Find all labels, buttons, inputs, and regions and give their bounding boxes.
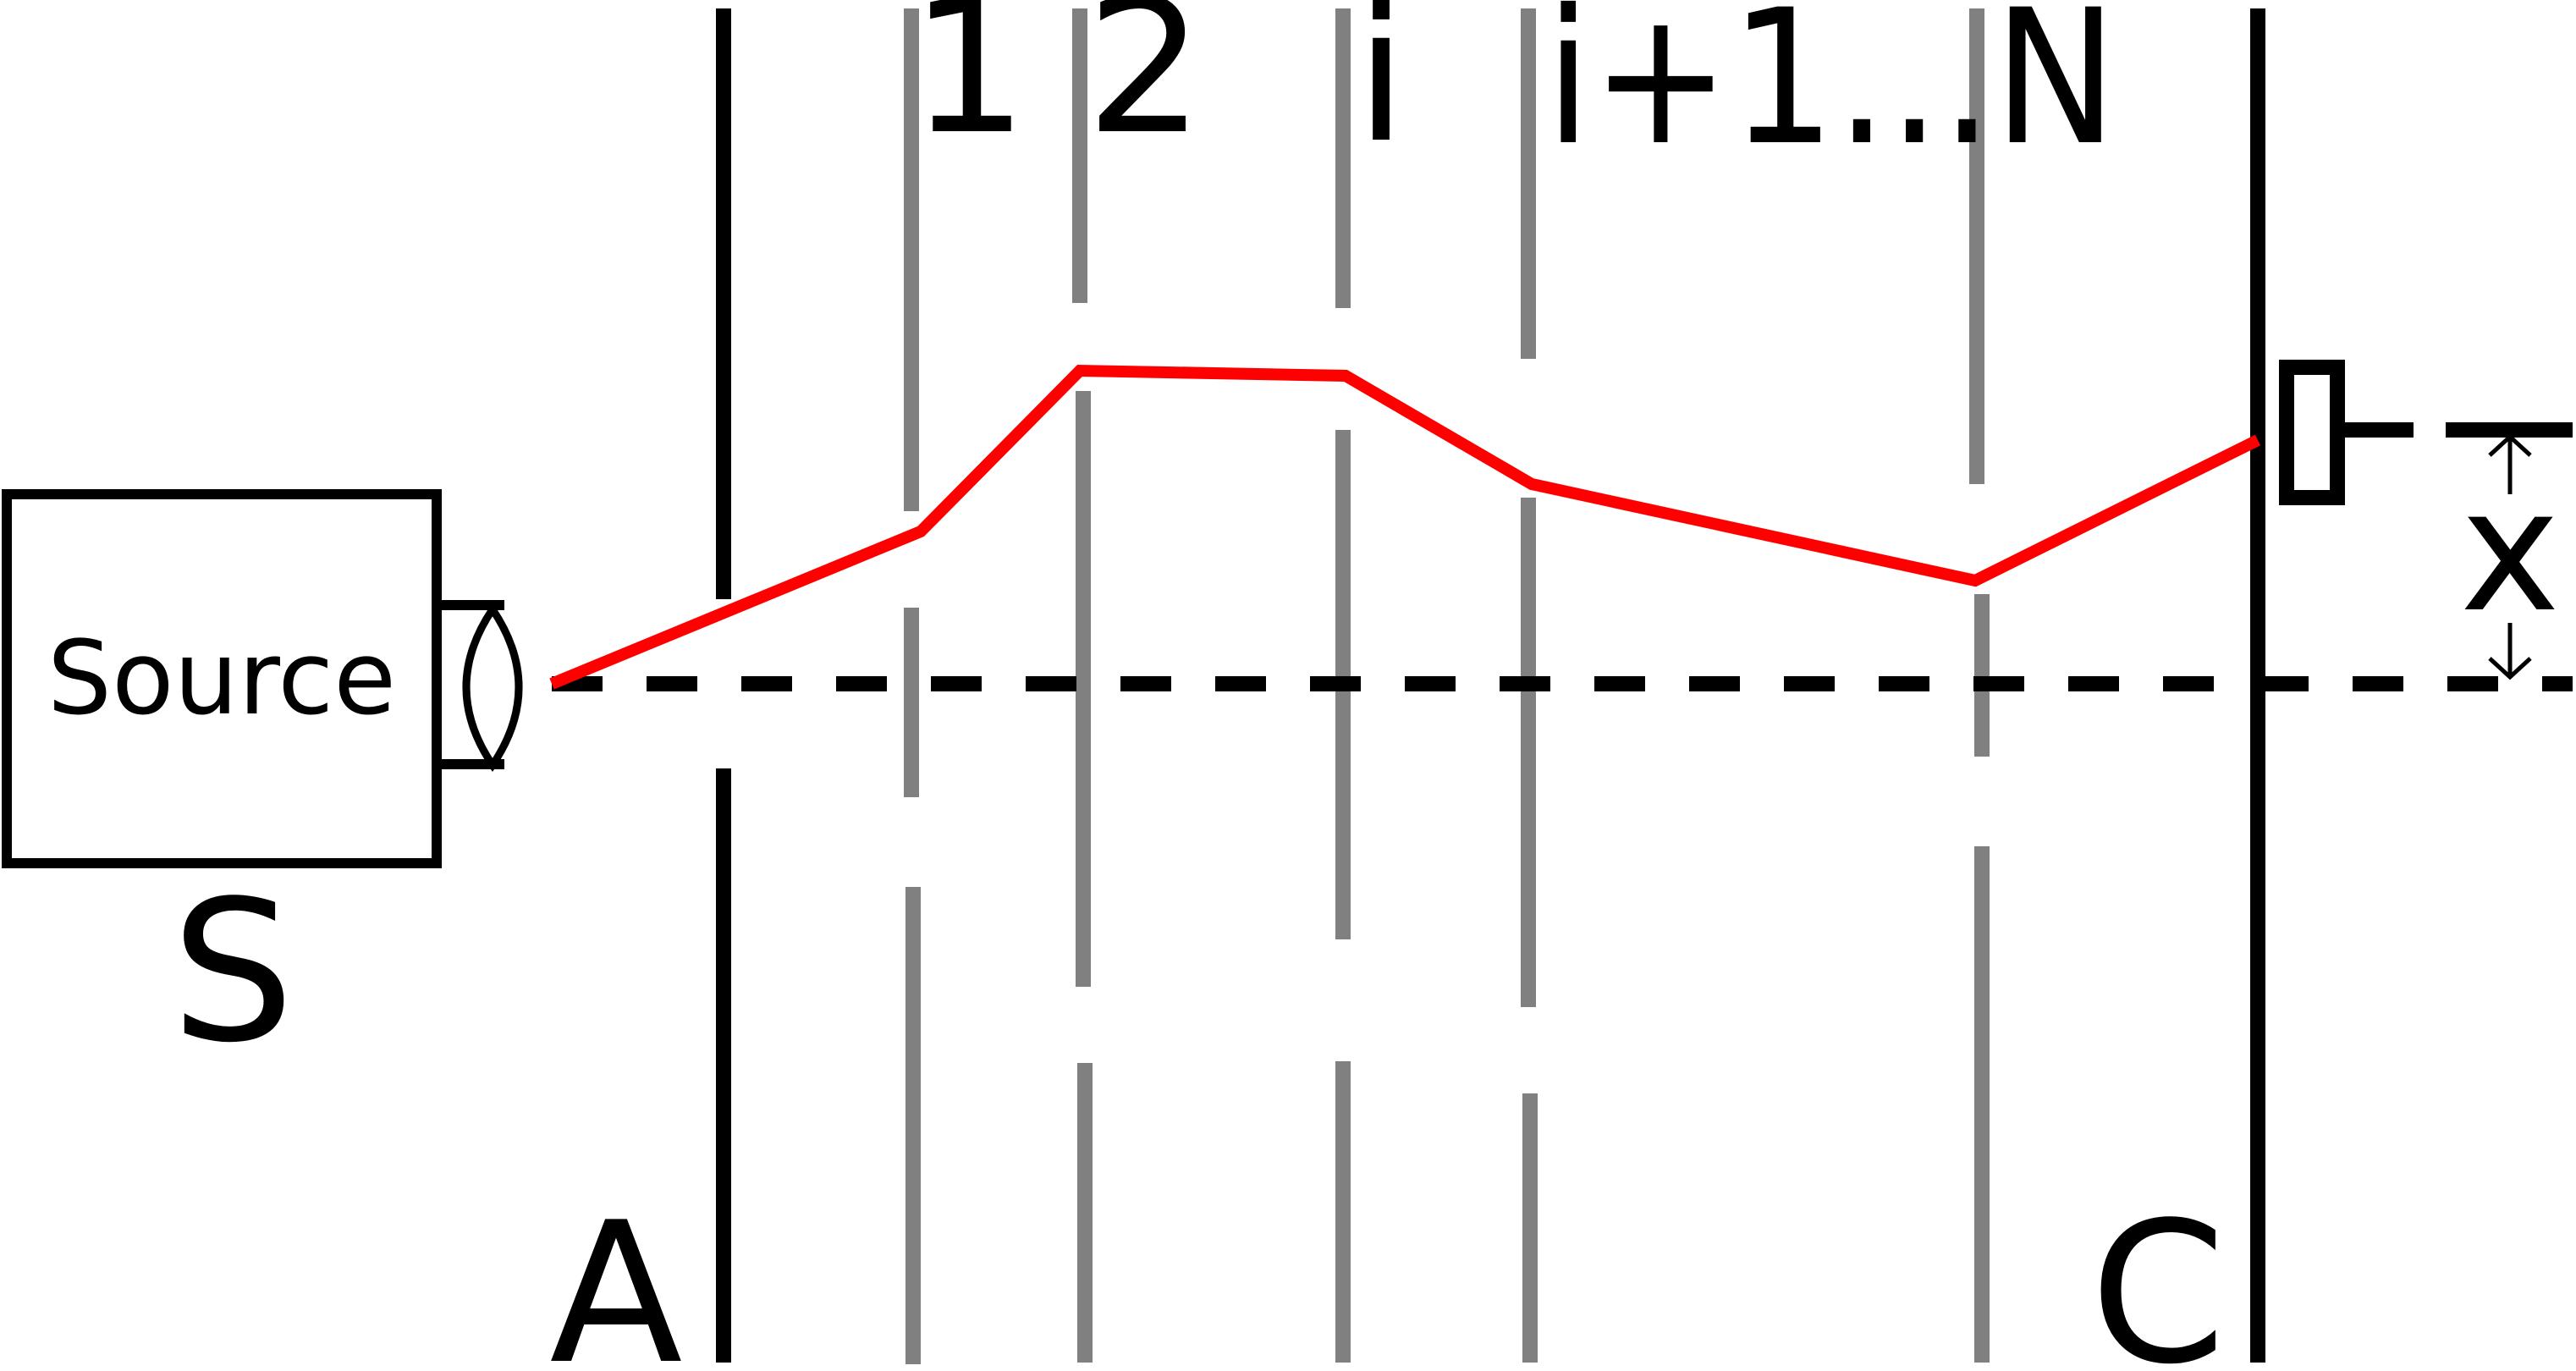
slit-label-i: i	[1355, 0, 1406, 184]
intermediate-screens	[904, 8, 1990, 1364]
source-box-label: Source	[47, 620, 396, 738]
screen-2	[1072, 8, 1093, 1363]
detector	[2279, 360, 2414, 505]
offset-lower-arrowhead	[2488, 657, 2532, 680]
slit-label-1: 1	[910, 0, 1028, 175]
offset-marker	[2446, 422, 2573, 680]
screen-label-a: A	[549, 1181, 682, 1371]
slit-label-i-plus-1-to-n: i+1...N	[1545, 0, 2117, 186]
source: Source S	[2, 489, 523, 1086]
screen-label-c: C	[2090, 1181, 2226, 1371]
source-letter: S	[171, 860, 294, 1086]
screen-1	[904, 8, 921, 1364]
offset-label: x	[2460, 453, 2560, 650]
detector-icon	[2279, 360, 2345, 505]
offset-upper-arrowhead	[2488, 433, 2532, 457]
slit-label-2: 2	[1086, 0, 1204, 175]
source-box	[2, 489, 442, 868]
particle-path	[549, 364, 2261, 690]
screen-i-plus-1	[1521, 8, 1538, 1363]
lens-icon	[462, 602, 523, 773]
source-emitter-bracket	[437, 600, 504, 769]
screen-n	[1969, 8, 1990, 1363]
